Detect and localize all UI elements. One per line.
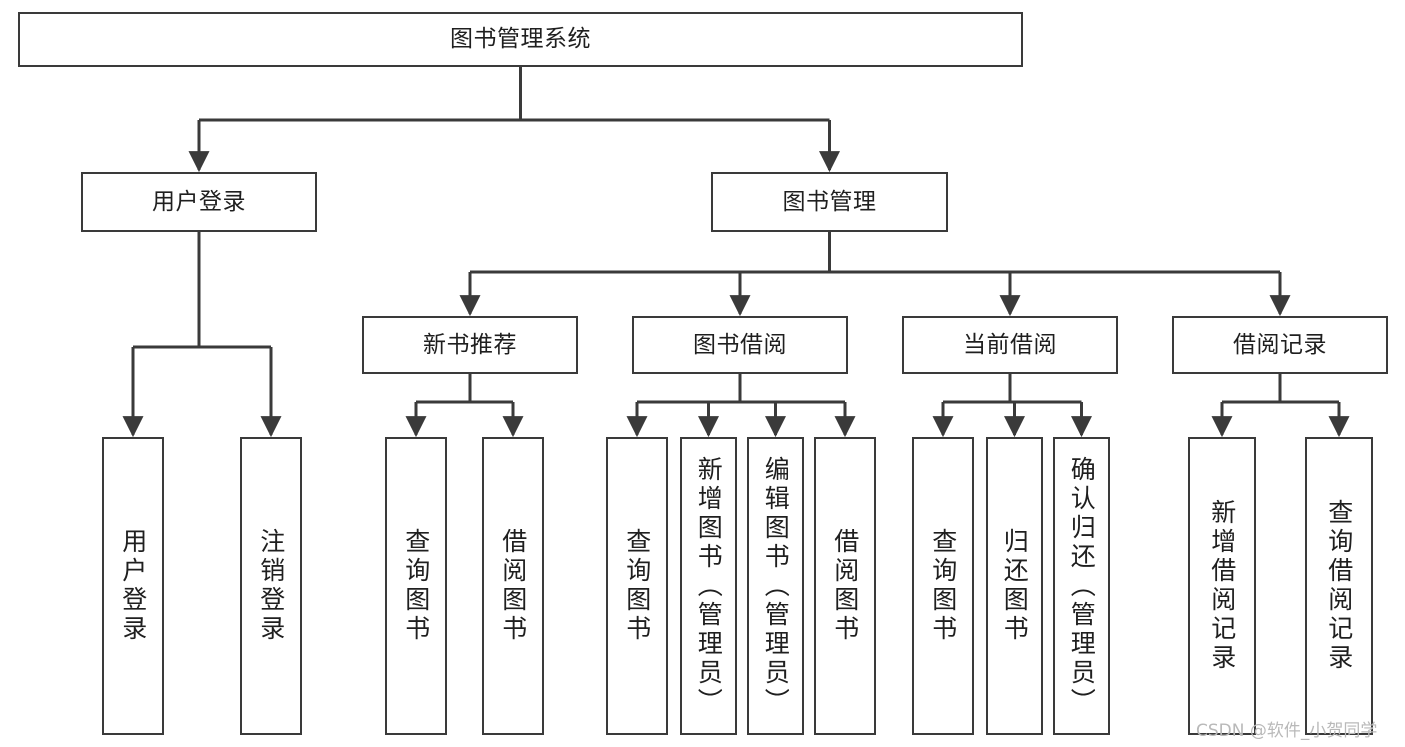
node-label-leaf-borrow-2: 借阅图书 bbox=[830, 528, 860, 644]
node-user-login[interactable]: 用户登录 bbox=[81, 172, 317, 232]
node-label-current-borrow: 当前借阅 bbox=[963, 331, 1057, 358]
node-leaf-query-1[interactable]: 查询图书 bbox=[385, 437, 447, 735]
node-leaf-query-3[interactable]: 查询图书 bbox=[912, 437, 974, 735]
node-leaf-borrow-1[interactable]: 借阅图书 bbox=[482, 437, 544, 735]
node-label-leaf-query-1: 查询图书 bbox=[401, 528, 431, 644]
node-leaf-user-login[interactable]: 用户登录 bbox=[102, 437, 164, 735]
node-label-leaf-confirm: 确认归还（管理员） bbox=[1067, 455, 1097, 717]
node-leaf-confirm[interactable]: 确认归还（管理员） bbox=[1053, 437, 1110, 735]
node-label-book-borrow: 图书借阅 bbox=[693, 331, 787, 358]
csdn-watermark: CSDN @软件_小贺同学 bbox=[1196, 721, 1378, 741]
node-leaf-add-book[interactable]: 新增图书（管理员） bbox=[680, 437, 737, 735]
node-label-leaf-return: 归还图书 bbox=[1000, 528, 1030, 644]
node-new-book-rec[interactable]: 新书推荐 bbox=[362, 316, 578, 374]
node-label-leaf-add-rec: 新增借阅记录 bbox=[1207, 499, 1237, 673]
node-label-leaf-logout: 注销登录 bbox=[256, 528, 286, 644]
node-leaf-borrow-2[interactable]: 借阅图书 bbox=[814, 437, 876, 735]
node-label-leaf-add-book: 新增图书（管理员） bbox=[694, 455, 724, 717]
node-label-leaf-user-login: 用户登录 bbox=[118, 528, 148, 644]
node-label-leaf-query-rec: 查询借阅记录 bbox=[1324, 499, 1354, 673]
node-label-book-manage: 图书管理 bbox=[782, 188, 877, 215]
node-book-manage[interactable]: 图书管理 bbox=[711, 172, 948, 232]
node-book-borrow[interactable]: 图书借阅 bbox=[632, 316, 848, 374]
node-leaf-logout[interactable]: 注销登录 bbox=[240, 437, 302, 735]
node-label-new-book-rec: 新书推荐 bbox=[423, 331, 517, 358]
node-leaf-return[interactable]: 归还图书 bbox=[986, 437, 1043, 735]
node-label-user-login: 用户登录 bbox=[152, 188, 246, 215]
node-label-root: 图书管理系统 bbox=[450, 26, 591, 52]
node-label-leaf-query-2: 查询图书 bbox=[622, 528, 652, 644]
node-current-borrow[interactable]: 当前借阅 bbox=[902, 316, 1118, 374]
node-root[interactable]: 图书管理系统 bbox=[18, 12, 1023, 67]
node-leaf-add-rec[interactable]: 新增借阅记录 bbox=[1188, 437, 1256, 735]
node-leaf-edit-book[interactable]: 编辑图书（管理员） bbox=[747, 437, 804, 735]
node-leaf-query-rec[interactable]: 查询借阅记录 bbox=[1305, 437, 1373, 735]
node-borrow-record[interactable]: 借阅记录 bbox=[1172, 316, 1388, 374]
node-leaf-query-2[interactable]: 查询图书 bbox=[606, 437, 668, 735]
node-label-borrow-record: 借阅记录 bbox=[1233, 331, 1327, 358]
node-label-leaf-borrow-1: 借阅图书 bbox=[498, 528, 528, 644]
node-label-leaf-edit-book: 编辑图书（管理员） bbox=[761, 455, 791, 717]
node-label-leaf-query-3: 查询图书 bbox=[928, 528, 958, 644]
